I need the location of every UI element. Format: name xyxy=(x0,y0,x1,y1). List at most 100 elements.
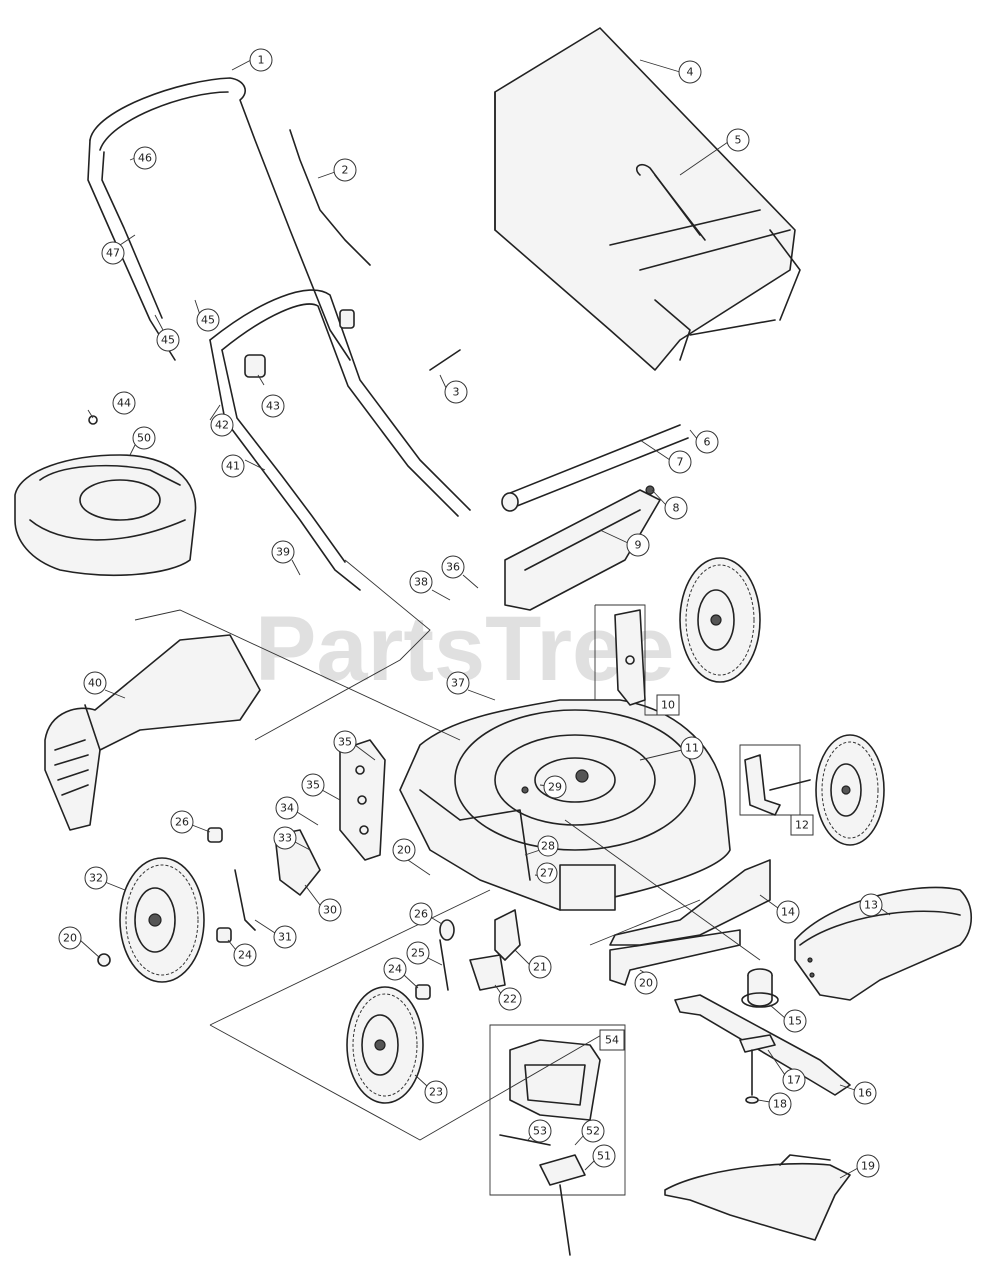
callout-44[interactable]: 44 xyxy=(87,391,136,419)
callout-41[interactable]: 41 xyxy=(221,454,266,478)
callout-26-front[interactable]: 26 xyxy=(409,902,443,926)
callout-25[interactable]: 25 xyxy=(406,941,443,966)
callout-53[interactable]: 53 xyxy=(527,1119,552,1143)
svg-text:50: 50 xyxy=(137,432,151,445)
svg-text:6: 6 xyxy=(704,436,711,449)
callout-40[interactable]: 40 xyxy=(83,671,126,699)
callout-51[interactable]: 51 xyxy=(584,1144,616,1171)
wheel-bolts xyxy=(97,927,431,1000)
svg-text:14: 14 xyxy=(781,906,795,919)
callout-19[interactable]: 19 xyxy=(839,1154,880,1179)
callout-2[interactable]: 2 xyxy=(317,158,357,182)
callout-20-baffle[interactable]: 20 xyxy=(634,969,658,995)
svg-text:44: 44 xyxy=(117,397,131,410)
boxed-label-12[interactable]: 12 xyxy=(790,814,814,836)
callout-33[interactable]: 33 xyxy=(273,826,311,851)
callout-50[interactable]: 50 xyxy=(129,426,156,456)
callout-14[interactable]: 14 xyxy=(759,894,800,924)
callout-16[interactable]: 16 xyxy=(839,1081,877,1105)
side-discharge-chute xyxy=(44,634,261,831)
blade-bolt xyxy=(739,1034,776,1104)
callout-20-deck[interactable]: 20 xyxy=(392,838,431,876)
assembly-lines xyxy=(134,559,761,1141)
boxed-label-54[interactable]: 54 xyxy=(599,1029,625,1051)
callout-52[interactable]: 52 xyxy=(574,1119,605,1146)
callout-31[interactable]: 31 xyxy=(254,919,297,949)
callout-43[interactable]: 43 xyxy=(257,374,285,418)
callout-30[interactable]: 30 xyxy=(304,884,342,922)
callout-7[interactable]: 7 xyxy=(639,439,692,474)
svg-text:34: 34 xyxy=(280,802,294,815)
wheel-rear-left xyxy=(119,857,205,983)
svg-text:24: 24 xyxy=(388,963,402,976)
upper-handle xyxy=(87,77,351,361)
callout-24-front[interactable]: 24 xyxy=(383,957,419,989)
callout-20-rear[interactable]: 20 xyxy=(58,926,101,959)
height-lever xyxy=(207,827,321,931)
svg-text:25: 25 xyxy=(411,947,425,960)
front-axle-bracket xyxy=(439,909,521,991)
wheel-front-left xyxy=(346,986,424,1104)
svg-text:15: 15 xyxy=(788,1015,802,1028)
rear-axle-bracket xyxy=(339,739,386,861)
rear-door xyxy=(504,485,661,611)
callout-35-lower[interactable]: 35 xyxy=(301,773,341,801)
callout-26-rear[interactable]: 26 xyxy=(170,810,211,834)
callout-47[interactable]: 47 xyxy=(101,234,136,265)
callout-29[interactable]: 29 xyxy=(539,775,567,799)
svg-text:36: 36 xyxy=(446,561,460,574)
blade-adapter xyxy=(741,968,779,1008)
callout-8[interactable]: 8 xyxy=(651,489,688,520)
svg-text:12: 12 xyxy=(795,819,809,832)
callout-24-rear[interactable]: 24 xyxy=(227,939,257,967)
svg-text:18: 18 xyxy=(773,1098,787,1111)
wheel-front-right xyxy=(815,734,885,846)
svg-text:41: 41 xyxy=(226,460,240,473)
callout-22[interactable]: 22 xyxy=(494,984,522,1011)
callout-18[interactable]: 18 xyxy=(757,1092,792,1116)
callout-38[interactable]: 38 xyxy=(409,570,451,601)
boxed-label-10[interactable]: 10 xyxy=(656,694,680,716)
svg-text:3: 3 xyxy=(453,386,460,399)
callout-35-upper[interactable]: 35 xyxy=(333,730,376,761)
callout-42[interactable]: 42 xyxy=(209,404,234,437)
callout-27[interactable]: 27 xyxy=(534,862,558,884)
svg-text:13: 13 xyxy=(864,899,878,912)
svg-text:8: 8 xyxy=(673,502,680,515)
engine-shroud xyxy=(14,415,197,576)
callout-13[interactable]: 13 xyxy=(859,893,891,917)
callout-21[interactable]: 21 xyxy=(514,949,552,979)
svg-text:32: 32 xyxy=(89,872,103,885)
callout-3[interactable]: 3 xyxy=(439,374,468,404)
callout-1[interactable]: 1 xyxy=(231,48,273,72)
callout-28[interactable]: 28 xyxy=(524,835,559,857)
svg-text:38: 38 xyxy=(414,576,428,589)
callout-34[interactable]: 34 xyxy=(275,796,319,826)
callout-37[interactable]: 37 xyxy=(446,671,496,701)
callout-45-a[interactable]: 45 xyxy=(194,299,220,332)
callout-17[interactable]: 17 xyxy=(767,1049,806,1092)
hinge-rod xyxy=(501,424,689,512)
callout-6[interactable]: 6 xyxy=(689,429,719,454)
callout-46[interactable]: 46 xyxy=(129,146,157,170)
callout-39[interactable]: 39 xyxy=(271,540,301,576)
callout-5[interactable]: 5 xyxy=(679,128,750,176)
svg-text:1: 1 xyxy=(258,54,265,67)
callout-4[interactable]: 4 xyxy=(639,59,702,84)
callout-36[interactable]: 36 xyxy=(441,555,479,589)
callout-9[interactable]: 9 xyxy=(599,529,650,557)
svg-text:53: 53 xyxy=(533,1125,547,1138)
lower-handle xyxy=(209,289,471,591)
callout-15[interactable]: 15 xyxy=(769,1004,807,1033)
callout-45-b[interactable]: 45 xyxy=(154,314,180,352)
svg-text:24: 24 xyxy=(238,949,252,962)
svg-text:16: 16 xyxy=(858,1087,872,1100)
svg-text:23: 23 xyxy=(429,1086,443,1099)
callout-11[interactable]: 11 xyxy=(639,736,704,761)
svg-text:10: 10 xyxy=(661,699,675,712)
callout-32[interactable]: 32 xyxy=(84,866,126,891)
callout-23[interactable]: 23 xyxy=(414,1074,448,1104)
svg-text:35: 35 xyxy=(338,736,352,749)
svg-text:20: 20 xyxy=(63,932,77,945)
